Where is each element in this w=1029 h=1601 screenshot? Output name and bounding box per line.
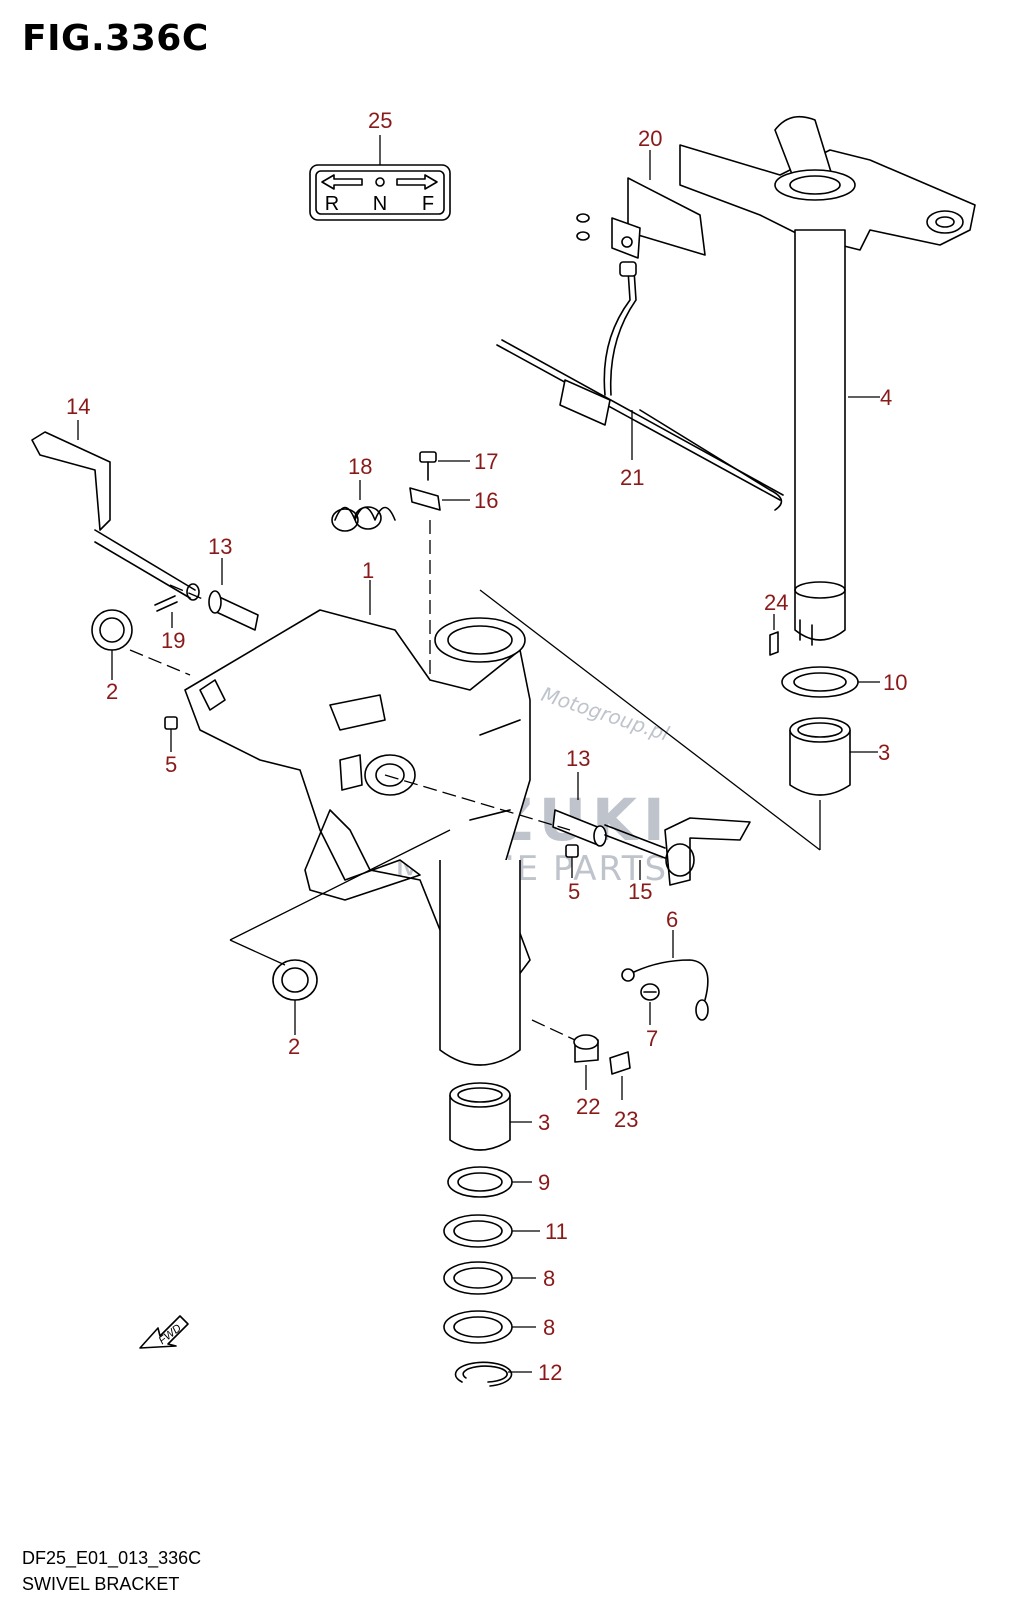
part-22-collar[interactable] (573, 1034, 599, 1090)
callout-21: 21 (620, 465, 644, 490)
callout-13-lower: 13 (566, 746, 590, 771)
part-3-bushing-upper[interactable] (789, 717, 878, 796)
part-14-tilt-lever[interactable] (31, 420, 200, 601)
part-1-swivel-bracket[interactable] (184, 580, 531, 1066)
part-5-grease-nipple-left[interactable] (164, 716, 178, 752)
fwd-arrow-icon: FWD (139, 1315, 189, 1349)
callout-8-upper: 8 (543, 1266, 555, 1291)
callout-1: 1 (362, 558, 374, 583)
part-2-bushing-upper[interactable] (91, 609, 133, 680)
watermark-top: Motogroup.pl (538, 682, 672, 746)
callout-3-lower: 3 (538, 1110, 550, 1135)
callout-17: 17 (474, 449, 498, 474)
callout-3-upper: 3 (878, 740, 890, 765)
callout-24: 24 (764, 590, 788, 615)
plate-letter-n: N (373, 193, 387, 215)
part-18-spring[interactable] (331, 480, 396, 532)
callout-2-upper: 2 (106, 679, 118, 704)
callout-5-left: 5 (165, 752, 177, 777)
part-7-screw[interactable] (640, 983, 660, 1025)
part-4-steering-bracket[interactable] (679, 115, 976, 646)
plate-letter-f: F (422, 193, 434, 215)
callout-6: 6 (666, 907, 678, 932)
part-2-bushing-lower[interactable] (272, 959, 318, 1035)
callouts: 25 20 4 14 18 17 16 21 13 19 1 24 2 10 3… (66, 108, 907, 1385)
part-8-washer-lower[interactable] (443, 1310, 536, 1344)
part-13-bushing-upper[interactable] (208, 558, 259, 631)
part-10-washer[interactable] (781, 666, 880, 698)
part-19-pin[interactable] (154, 595, 178, 628)
part-12-circlip[interactable] (454, 1361, 532, 1387)
part-20-bracket[interactable] (576, 150, 706, 259)
plate-letter-r: R (325, 193, 339, 215)
callout-14: 14 (66, 394, 90, 419)
part-11-washer[interactable] (443, 1214, 540, 1248)
callout-4: 4 (880, 385, 892, 410)
part-21-grease-tube[interactable] (496, 261, 784, 511)
callout-2-lower: 2 (288, 1034, 300, 1059)
callout-15: 15 (628, 879, 652, 904)
figure-caption: SWIVEL BRACKET (22, 1574, 180, 1594)
callout-23: 23 (614, 1107, 638, 1132)
part-5-grease-nipple-right[interactable] (565, 844, 579, 878)
callout-12: 12 (538, 1360, 562, 1385)
part-15-lever[interactable] (604, 817, 751, 886)
part-23-bolt[interactable] (609, 1051, 631, 1100)
callout-11: 11 (545, 1219, 568, 1244)
part-3-bushing-lower[interactable] (449, 1082, 532, 1151)
part-6-ground-cable[interactable] (621, 930, 709, 1021)
callout-16: 16 (474, 488, 498, 513)
callout-20: 20 (638, 126, 662, 151)
callout-25: 25 (368, 108, 392, 133)
callout-5-right: 5 (568, 879, 580, 904)
callout-22: 22 (576, 1094, 600, 1119)
callout-8-lower: 8 (543, 1315, 555, 1340)
assembly-lines (129, 520, 821, 1041)
part-25-label-plate[interactable]: R N F (309, 135, 451, 221)
callout-13-upper: 13 (208, 534, 232, 559)
callout-19: 19 (161, 628, 185, 653)
part-24-key[interactable] (769, 614, 779, 656)
figure-code: DF25_E01_013_336C (22, 1548, 202, 1568)
part-17-bolt[interactable] (419, 451, 470, 481)
callout-18: 18 (348, 454, 372, 479)
figure-title: FIG.336C (22, 18, 209, 59)
callout-10: 10 (883, 670, 907, 695)
callout-7: 7 (646, 1026, 658, 1051)
part-8-washer-upper[interactable] (443, 1261, 536, 1295)
callout-9: 9 (538, 1170, 550, 1195)
part-9-washer[interactable] (447, 1166, 532, 1198)
part-16-clip[interactable] (409, 487, 470, 511)
